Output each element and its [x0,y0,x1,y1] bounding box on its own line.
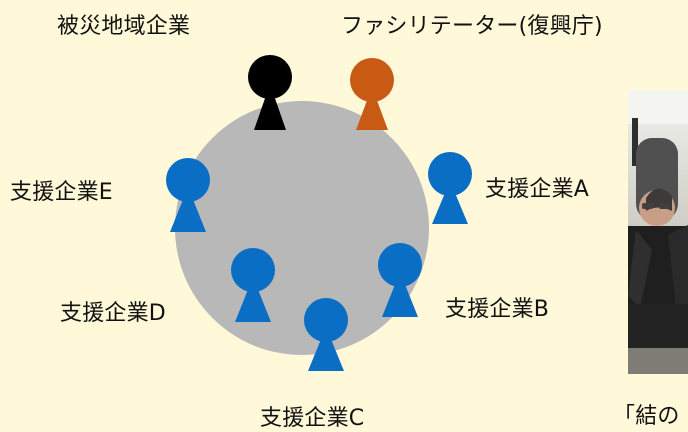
facilitator-person-icon [350,58,394,130]
disaster-company-label: 被災地域企業 [57,14,191,39]
support-c-label: 支援企業C [260,406,365,431]
support-e-label: 支援企業E [10,180,113,205]
support-b-person-icon [378,243,422,317]
meeting-table [175,101,429,355]
photo-caption: 「結の [613,404,680,429]
support-a-person-icon [428,152,472,224]
meeting-photo-image [628,90,688,374]
support-d-person-icon [231,248,275,322]
support-e-person-icon [166,158,210,232]
meeting-diagram [166,55,472,371]
facilitator-label: ファシリテーター(復興庁) [341,14,603,39]
support-d-label: 支援企業D [60,301,166,326]
diagram-stage: 被災地域企業 ファシリテーター(復興庁) 支援企業A 支援企業B 支援企業C 支… [10,14,688,431]
disaster-company-person-icon [248,55,292,130]
support-b-label: 支援企業B [445,297,550,322]
meeting-photo [628,90,688,374]
support-a-label: 支援企業A [485,177,590,202]
support-c-person-icon [304,298,348,371]
